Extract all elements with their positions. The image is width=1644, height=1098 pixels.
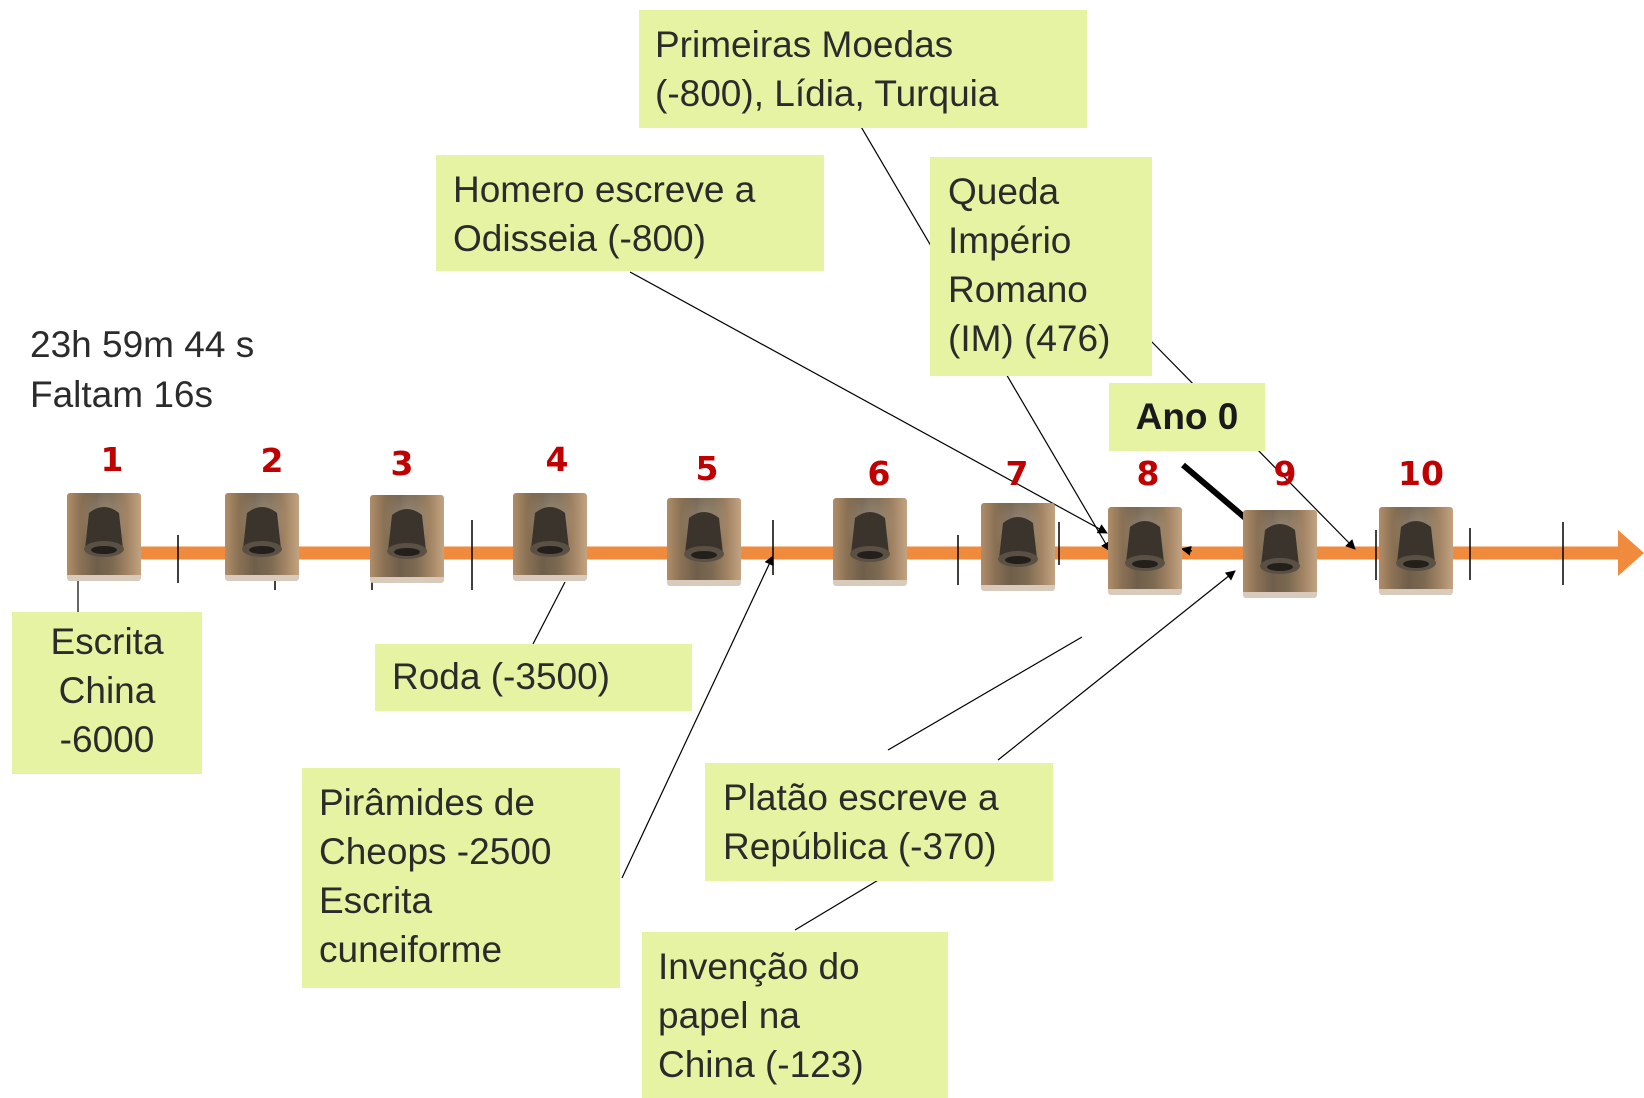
bell-icon bbox=[1379, 507, 1453, 595]
event-line: Roda (-3500) bbox=[392, 656, 611, 697]
connector-platao-b bbox=[997, 570, 1236, 761]
connector-homero bbox=[629, 271, 1108, 534]
bell-icon bbox=[67, 493, 141, 581]
event-line: Primeiras Moedas bbox=[655, 24, 954, 65]
event-line: Queda bbox=[948, 171, 1060, 212]
timeline-marker-number: 8 bbox=[1136, 454, 1160, 493]
year-zero-label: Ano 0 bbox=[1109, 383, 1265, 451]
connector-small-arrow bbox=[1181, 545, 1193, 556]
event-line: Pirâmides de bbox=[319, 782, 535, 823]
timeline-marker-number: 9 bbox=[1273, 454, 1297, 493]
event-line: Platão escreve a bbox=[723, 777, 999, 818]
event-line: Império bbox=[948, 220, 1072, 261]
event-papel: Invenção do papel na China (-123) bbox=[642, 932, 948, 1098]
event-queda-roma: Queda Império Romano (IM) (476) bbox=[930, 157, 1152, 376]
connector-papel bbox=[794, 878, 881, 931]
event-line: (-800), Lídia, Turquia bbox=[655, 73, 999, 114]
timeline-marker-number: 5 bbox=[695, 449, 719, 488]
bell-icon bbox=[513, 493, 587, 581]
event-roda: Roda (-3500) bbox=[375, 644, 692, 711]
connector-platao-a bbox=[887, 636, 1083, 751]
connector-roda bbox=[532, 581, 566, 645]
timeline-marker-number: 2 bbox=[260, 441, 284, 480]
clock-time: 23h 59m 44 s bbox=[30, 324, 255, 365]
timeline-axis-arrowhead bbox=[1618, 530, 1644, 576]
timeline-marker-number: 6 bbox=[867, 454, 891, 493]
bell-icon bbox=[833, 498, 907, 586]
clock-info: 23h 59m 44 s Faltam 16s bbox=[30, 320, 254, 420]
event-line: -6000 bbox=[59, 719, 155, 760]
timeline-marker-number: 7 bbox=[1005, 454, 1029, 493]
timeline-marker-number: 4 bbox=[545, 440, 569, 479]
event-line: (IM) (476) bbox=[948, 318, 1111, 359]
event-line: papel na bbox=[658, 995, 800, 1036]
event-line: Escrita bbox=[50, 621, 164, 662]
bell-icon bbox=[1108, 507, 1182, 595]
event-line: Romano bbox=[948, 269, 1088, 310]
event-line: cuneiforme bbox=[319, 929, 503, 970]
event-line: China (-123) bbox=[658, 1044, 864, 1085]
event-line: Cheops -2500 bbox=[319, 831, 552, 872]
event-homero: Homero escreve a Odisseia (-800) bbox=[436, 155, 824, 271]
timeline-marker-number: 10 bbox=[1398, 454, 1444, 493]
event-line: China bbox=[58, 670, 156, 711]
event-line: República (-370) bbox=[723, 826, 997, 867]
event-escrita-china: Escrita China -6000 bbox=[12, 612, 202, 774]
bell-icon bbox=[667, 498, 741, 586]
bell-icon bbox=[225, 493, 299, 581]
clock-remaining: Faltam 16s bbox=[30, 374, 214, 415]
timeline-marker-number: 3 bbox=[390, 444, 414, 483]
bell-icon bbox=[370, 495, 444, 583]
event-moedas: Primeiras Moedas (-800), Lídia, Turquia bbox=[639, 10, 1087, 128]
bell-icon bbox=[981, 503, 1055, 591]
event-line: Invenção do bbox=[658, 946, 860, 987]
timeline-marker-number: 1 bbox=[100, 440, 124, 479]
event-platao: Platão escreve a República (-370) bbox=[705, 763, 1053, 881]
event-line: Escrita bbox=[319, 880, 433, 921]
bell-icon bbox=[1243, 510, 1317, 598]
event-line: Homero escreve a bbox=[453, 169, 756, 210]
event-line: Odisseia (-800) bbox=[453, 218, 706, 259]
connector-piramides bbox=[621, 555, 774, 879]
event-piramides: Pirâmides de Cheops -2500 Escrita cuneif… bbox=[302, 768, 620, 988]
